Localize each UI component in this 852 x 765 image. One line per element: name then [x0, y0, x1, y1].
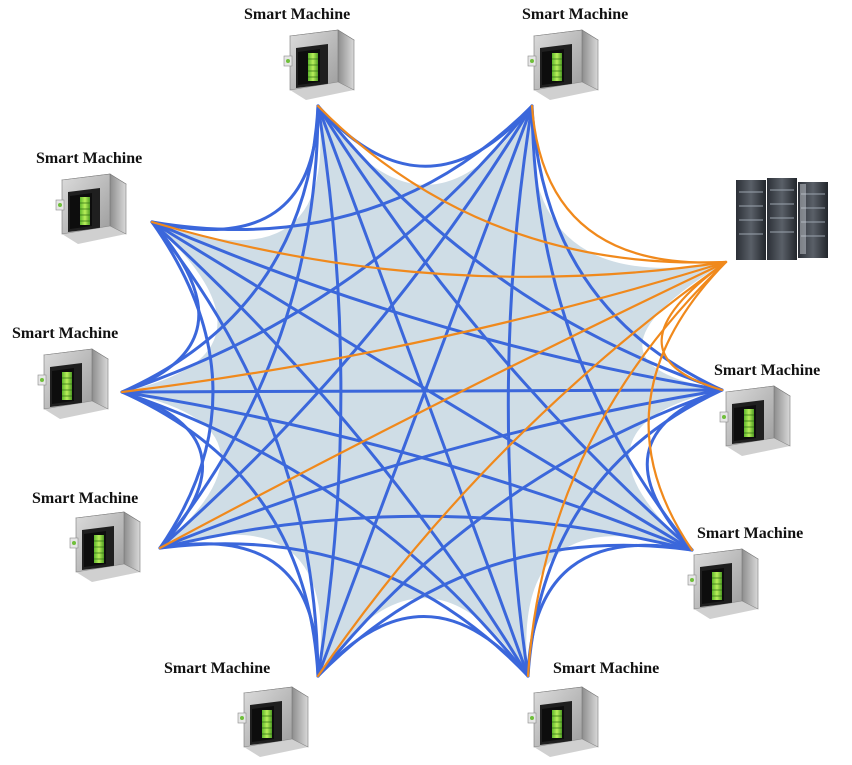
machine-link [150, 220, 530, 678]
smart-machine-icon [37, 348, 109, 420]
machine-link [150, 104, 320, 231]
node-label: Smart Machine [244, 6, 351, 23]
machine-link [120, 388, 724, 394]
server-link [647, 260, 728, 552]
machine-link [316, 388, 724, 678]
machine-link [316, 615, 530, 678]
node-label: Smart Machine [553, 660, 660, 677]
smart-machine-icon [237, 686, 309, 758]
node-label: Smart Machine [32, 490, 139, 507]
machine-link [120, 390, 694, 552]
machine-link [120, 104, 534, 394]
server-link [316, 104, 728, 264]
server-rack-icon [736, 178, 828, 260]
server-link [120, 260, 728, 394]
node-label: Smart Machine [12, 325, 119, 342]
machine-link [530, 104, 694, 552]
node-label: Smart Machine [36, 150, 143, 167]
machine-link [150, 220, 694, 552]
node-label: Smart Machine [522, 6, 629, 23]
machine-link [645, 388, 724, 552]
node-label: Smart Machine [697, 525, 804, 542]
server-link [660, 260, 728, 392]
server-link [316, 260, 728, 678]
machine-link [158, 514, 694, 552]
smart-machine-icon [283, 29, 355, 101]
smart-machine-icon [55, 173, 127, 245]
machine-link [150, 104, 534, 232]
machine-link [316, 104, 694, 552]
smart-machine-icon [69, 511, 141, 583]
server-link [530, 104, 728, 264]
smart-machine-icon [687, 548, 759, 620]
machine-link [158, 104, 320, 550]
machine-link [150, 220, 215, 550]
smart-machine-icon [719, 385, 791, 457]
machine-link [158, 388, 724, 550]
server-link [158, 260, 728, 550]
machine-link [158, 104, 534, 550]
machine-link [530, 104, 724, 392]
machine-link [316, 104, 724, 392]
machine-link [150, 220, 724, 392]
machine-link [150, 220, 320, 678]
node-label: Smart Machine [164, 660, 271, 677]
server-link [526, 260, 728, 678]
machine-link [120, 390, 530, 678]
smart-machine-icon [527, 686, 599, 758]
smart-machine-icon [527, 29, 599, 101]
server-link [150, 220, 728, 278]
node-label: Smart Machine [714, 362, 821, 379]
